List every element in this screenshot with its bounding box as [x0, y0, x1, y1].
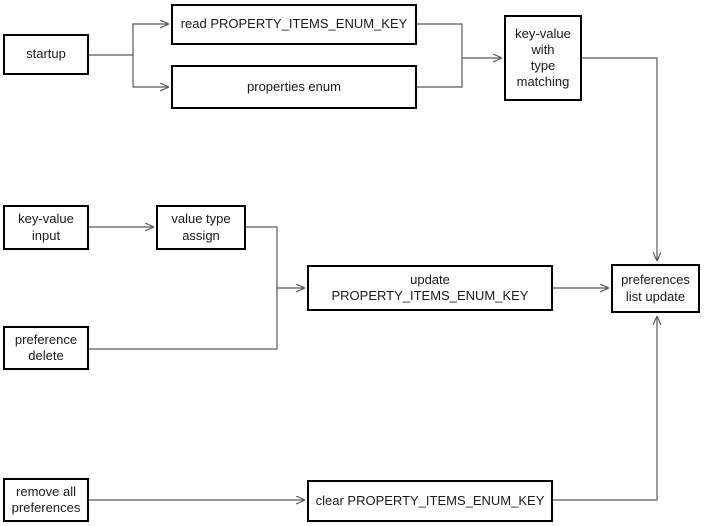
edge-startup-to-properties-enum [132, 55, 168, 87]
node-key-value-input-label: key-value input [18, 211, 74, 243]
node-preferences-list-update-label: preferences list update [621, 272, 690, 304]
edge-clear-key-to-prefs-list [553, 317, 657, 501]
edge-pref-delete-to-merge [89, 288, 278, 350]
node-startup-label: startup [26, 46, 66, 62]
node-key-value-input[interactable]: key-value input [3, 205, 89, 250]
node-update-property-items-enum-key-label: update PROPERTY_ITEMS_ENUM_KEY [331, 271, 529, 303]
node-properties-enum-label: properties enum [247, 78, 341, 94]
node-value-type-assign[interactable]: value type assign [156, 205, 246, 250]
node-update-property-items-enum-key[interactable]: update PROPERTY_ITEMS_ENUM_KEY [307, 265, 553, 311]
node-value-type-assign-label: value type assign [171, 211, 231, 243]
node-preference-delete-label: preference delete [14, 331, 78, 363]
edge-properties-enum-to-merge [417, 58, 463, 88]
node-clear-property-items-enum-key[interactable]: clear PROPERTY_ITEMS_ENUM_KEY [307, 480, 553, 522]
node-preferences-list-update[interactable]: preferences list update [611, 264, 700, 313]
node-startup[interactable]: startup [3, 34, 89, 75]
node-read-property-items-enum-key-label: read PROPERTY_ITEMS_ENUM_KEY [180, 16, 408, 32]
node-remove-all-preferences[interactable]: remove all preferences [3, 478, 89, 522]
node-clear-property-items-enum-key-label: clear PROPERTY_ITEMS_ENUM_KEY [315, 492, 545, 508]
edge-keyvalue-type-to-prefs-list [582, 57, 657, 260]
node-remove-all-preferences-label: remove all preferences [11, 483, 81, 515]
node-properties-enum[interactable]: properties enum [171, 65, 417, 109]
node-read-property-items-enum-key[interactable]: read PROPERTY_ITEMS_ENUM_KEY [171, 4, 417, 45]
edge-read-key-to-merge [417, 23, 463, 58]
edge-startup-to-read-key [132, 24, 168, 55]
node-key-value-with-type-matching-label: key-value with type matching [515, 25, 571, 90]
edge-value-assign-to-merge [246, 226, 278, 288]
node-preference-delete[interactable]: preference delete [3, 326, 89, 370]
node-key-value-with-type-matching[interactable]: key-value with type matching [504, 15, 582, 101]
